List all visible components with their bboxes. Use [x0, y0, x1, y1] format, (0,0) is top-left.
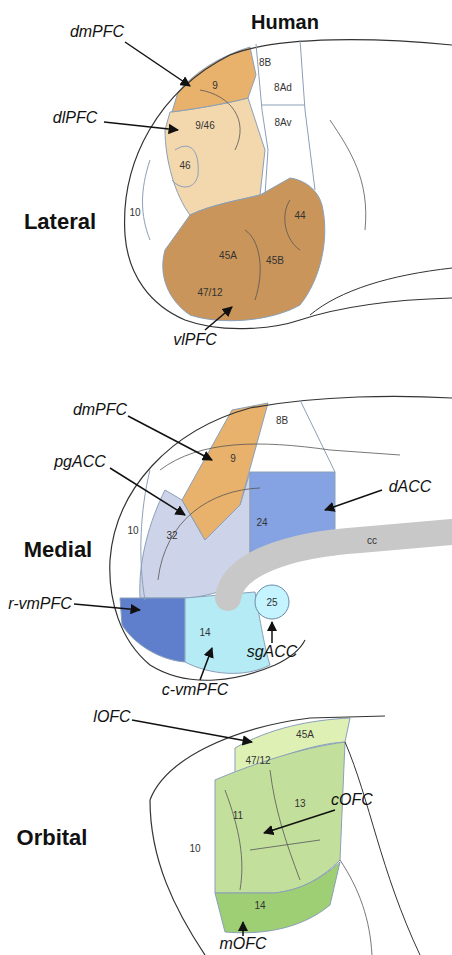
- panel-label: Medial: [24, 538, 92, 562]
- area-number: 45A: [219, 250, 237, 261]
- area-number: 44: [294, 210, 305, 221]
- region-callout: dmPFC: [70, 23, 124, 41]
- r-vmpfc-region: [120, 598, 185, 662]
- area-border: [300, 40, 315, 190]
- region-callout: sgACC: [247, 643, 298, 661]
- area-number: 11: [233, 810, 243, 821]
- leader-line: [271, 622, 273, 643]
- area-number: 45B: [266, 255, 284, 266]
- area-number: 10: [189, 843, 200, 854]
- sgacc-region: [255, 585, 289, 619]
- area-number: 8Av: [274, 117, 291, 128]
- leader-line: [242, 922, 244, 936]
- area-number: 24: [256, 517, 267, 528]
- area-number: 8Ad: [274, 82, 292, 93]
- area-number: cc: [367, 535, 377, 546]
- region-callout: c-vmPFC: [162, 681, 229, 699]
- area-number: 9: [230, 453, 236, 464]
- brain-outline: [110, 560, 305, 680]
- area-number: 10: [129, 207, 140, 218]
- area-border: [262, 105, 305, 106]
- area-number: 47/12: [197, 287, 222, 298]
- area-number: 8B: [276, 415, 288, 426]
- brain-outline: [110, 396, 452, 560]
- leader-line: [125, 42, 190, 86]
- region-callout: lOFC: [93, 708, 130, 726]
- sulcus: [225, 790, 242, 890]
- sulcus: [270, 770, 300, 880]
- leader-line: [132, 720, 252, 742]
- leader-line: [74, 604, 140, 610]
- region-callout: r-vmPFC: [8, 595, 72, 613]
- leader-line: [110, 468, 185, 515]
- sulcus: [285, 200, 300, 250]
- sulcus: [158, 488, 260, 580]
- area-number: 9/46: [195, 120, 214, 131]
- region-callout: dmPFC: [73, 401, 127, 419]
- area-number: 47/12: [245, 755, 270, 766]
- leader-line: [104, 122, 178, 130]
- brain-outline: [345, 742, 420, 955]
- brain-outline: [125, 40, 452, 235]
- brain-outline: [150, 716, 385, 800]
- dmpfc-region: [182, 403, 268, 540]
- cofc-region: [215, 742, 345, 893]
- sulcus: [250, 840, 320, 850]
- sulcus: [160, 444, 400, 470]
- sulcus: [330, 120, 366, 230]
- dmpfc-region: [172, 47, 256, 112]
- panel-label: Lateral: [24, 210, 96, 234]
- area-border: [300, 400, 335, 472]
- leader-line: [325, 490, 382, 510]
- area-border: [172, 146, 198, 187]
- leader-line: [264, 810, 335, 833]
- area-number: 8B: [259, 57, 271, 68]
- leader-line: [200, 648, 212, 680]
- region-callout: pgACC: [54, 453, 106, 471]
- area-number: 25: [266, 597, 277, 608]
- sulcus: [245, 230, 260, 300]
- leader-line: [205, 307, 232, 330]
- vlpfc-region: [163, 178, 325, 321]
- area-number: 13: [294, 798, 305, 809]
- region-callout: mOFC: [219, 935, 266, 953]
- panel-label: Orbital: [17, 826, 88, 850]
- brain-outline: [150, 800, 205, 955]
- region-callout: cOFC: [331, 791, 373, 809]
- area-number: 10: [127, 525, 138, 536]
- area-number: 46: [179, 160, 190, 171]
- leader-line: [128, 416, 212, 460]
- area-number: 32: [166, 530, 177, 541]
- area-number: 45A: [296, 729, 314, 740]
- figure-title: Human: [251, 11, 319, 33]
- brain-outline: [125, 235, 452, 329]
- region-callout: dACC: [389, 478, 432, 496]
- region-callout: vlPFC: [173, 331, 217, 349]
- area-number: 9: [212, 80, 218, 91]
- sulcus: [340, 860, 372, 955]
- sylvian-fissure: [310, 268, 452, 315]
- region-callout: dlPFC: [53, 109, 97, 127]
- area-number: 14: [254, 900, 265, 911]
- area-border: [143, 160, 151, 240]
- mofc-region: [215, 862, 340, 933]
- area-number: 14: [199, 627, 210, 638]
